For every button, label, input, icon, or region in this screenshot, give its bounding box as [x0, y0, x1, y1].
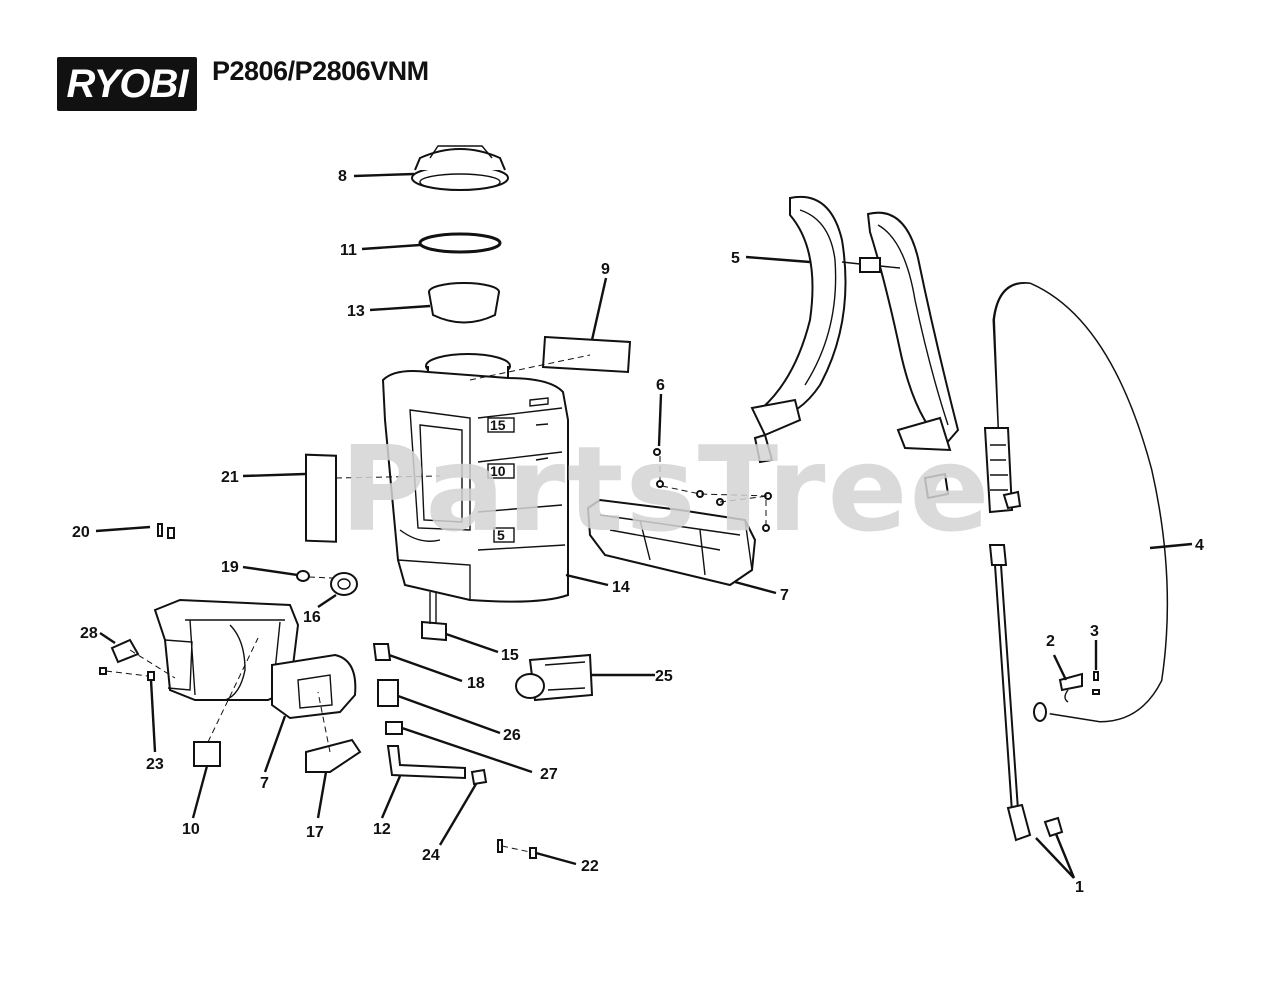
part-12-tube[interactable] — [386, 745, 466, 780]
callout-19: 19 — [221, 559, 239, 576]
part-21-decal[interactable] — [305, 453, 441, 543]
callout-13: 13 — [347, 303, 365, 320]
part-2-clip[interactable] — [1058, 672, 1083, 703]
part-23-screw[interactable] — [99, 649, 176, 681]
part-14-tank[interactable]: 15 10 5 — [381, 353, 569, 603]
part-28-decal[interactable] — [110, 638, 140, 664]
callout-25: 25 — [655, 668, 673, 685]
spray-wand[interactable] — [988, 544, 1064, 842]
part-18-fitting[interactable] — [372, 643, 392, 661]
tank-scale-10: 10 — [490, 463, 506, 479]
part-17-decal[interactable] — [305, 691, 362, 773]
callout-12: 12 — [373, 821, 391, 838]
leader-lines — [95, 172, 1193, 879]
part-11-o-ring[interactable] — [418, 232, 502, 254]
callout-8: 8 — [338, 168, 347, 185]
tank-scale-5: 5 — [497, 527, 505, 543]
callout-7b: 7 — [260, 775, 269, 792]
callout-20: 20 — [72, 524, 90, 541]
part-16-knob[interactable] — [330, 572, 358, 596]
callout-6: 6 — [656, 377, 665, 394]
callout-9: 9 — [601, 261, 610, 278]
part-24-nut[interactable] — [470, 768, 488, 786]
callout-1: 1 — [1075, 879, 1084, 896]
part-9-label[interactable] — [541, 335, 632, 374]
callout-23: 23 — [146, 756, 164, 773]
callout-2: 2 — [1046, 633, 1055, 650]
callout-27: 27 — [540, 766, 558, 783]
model-title: P2806/P2806VNM — [212, 56, 429, 86]
part-25-pump[interactable] — [515, 653, 594, 702]
part-20-screws[interactable] — [157, 523, 175, 539]
callout-4: 4 — [1195, 537, 1204, 554]
part-5-shoulder-straps[interactable] — [750, 195, 960, 500]
part-13-strainer[interactable] — [428, 282, 500, 324]
tank-scale-15: 15 — [490, 417, 506, 433]
part-8-tank-cap[interactable] — [411, 145, 509, 191]
callout-18: 18 — [467, 675, 485, 692]
callout-26: 26 — [503, 727, 521, 744]
callout-7a: 7 — [780, 587, 789, 604]
part-6-screws[interactable] — [653, 448, 772, 532]
callout-5: 5 — [731, 250, 740, 267]
callout-24: 24 — [422, 847, 440, 864]
part-4-hose[interactable] — [992, 281, 1169, 723]
ryobi-logo-text: RYOBI — [66, 61, 189, 106]
callout-labels: 8 11 13 9 5 6 4 21 20 19 16 14 7 28 15 1… — [72, 168, 1204, 896]
ryobi-logo: RYOBI — [57, 57, 197, 111]
callout-21: 21 — [221, 469, 239, 486]
callout-17: 17 — [306, 824, 324, 841]
part-3-screw[interactable] — [1092, 671, 1100, 695]
part-27-elbow[interactable] — [385, 721, 403, 735]
part-10-decal[interactable] — [193, 637, 259, 767]
callout-16: 16 — [303, 609, 321, 626]
callout-28: 28 — [80, 625, 98, 642]
callout-14: 14 — [612, 579, 630, 596]
part-7-base-frame[interactable] — [586, 498, 757, 587]
part-7-housing[interactable] — [153, 598, 357, 720]
part-19-washer[interactable] — [296, 570, 333, 582]
callout-10: 10 — [182, 821, 200, 838]
spray-handle[interactable] — [983, 427, 1022, 514]
callout-22: 22 — [581, 858, 599, 875]
part-26-connector[interactable] — [377, 679, 399, 707]
callout-15: 15 — [501, 647, 519, 664]
callout-11: 11 — [340, 242, 357, 259]
part-22-screws[interactable] — [497, 839, 537, 859]
part-15-filter[interactable] — [421, 592, 447, 642]
callout-3: 3 — [1090, 623, 1099, 640]
